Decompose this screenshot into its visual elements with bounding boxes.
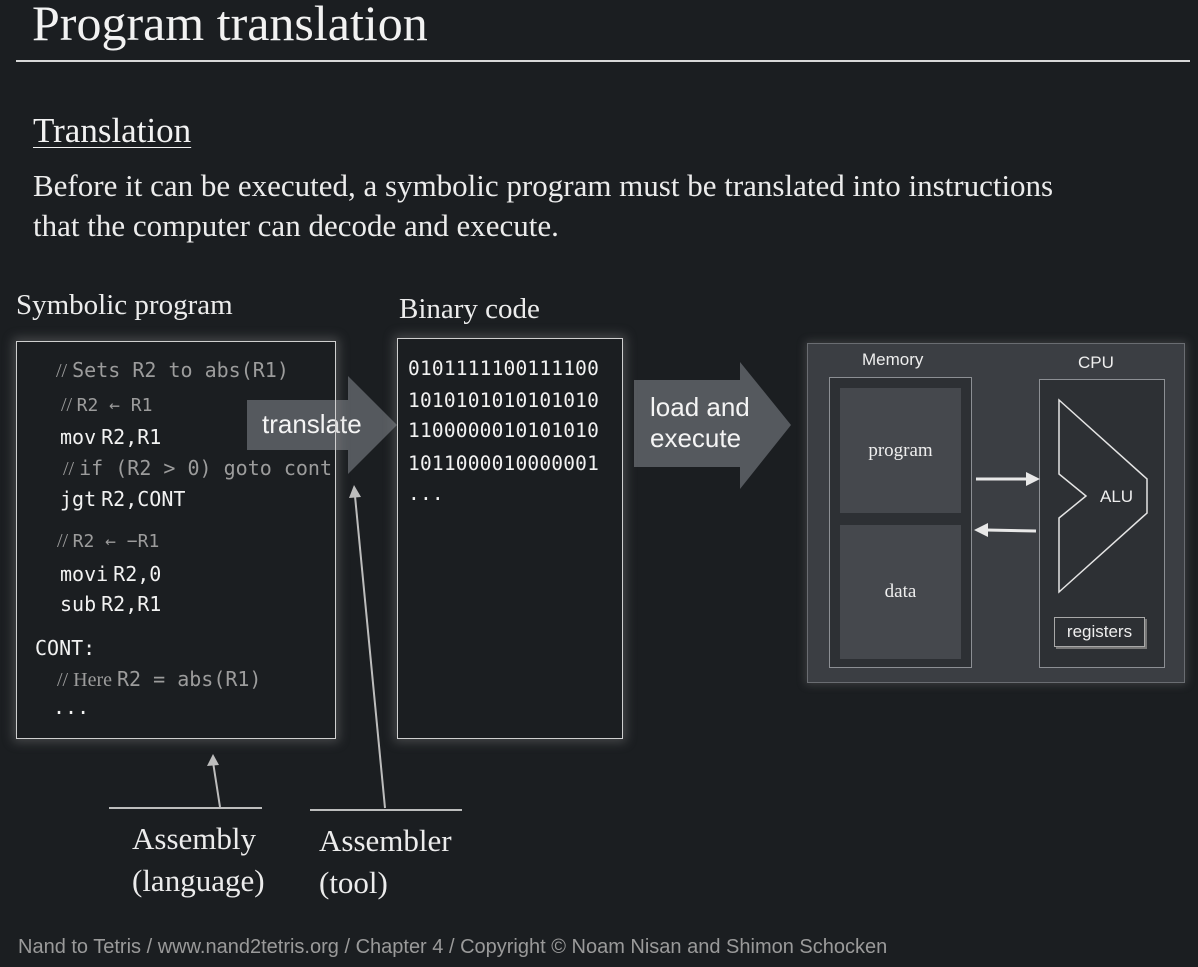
description-line-1: Before it can be executed, a symbolic pr… <box>33 168 1054 203</box>
binary-line-1: 0101111100111100 <box>408 357 600 380</box>
description-line-2: that the computer can decode and execute… <box>33 208 559 243</box>
code-ellipsis: ... <box>53 695 90 719</box>
alu-shape <box>1058 398 1148 594</box>
alu-icon <box>1058 398 1148 594</box>
assembly-pointer-line <box>212 761 221 808</box>
code-line-movi: movi R2,0 <box>60 562 162 586</box>
bus-arrows <box>974 472 1040 537</box>
section-heading: Translation <box>33 111 192 150</box>
load-execute-line-1: load and <box>650 392 750 422</box>
assembly-pointer-head <box>207 754 219 766</box>
assembly-caption-line-2: (language) <box>132 863 265 898</box>
footer-copyright: Nand to Tetris / www.nand2tetris.org / C… <box>18 936 888 958</box>
memory-label: Memory <box>862 350 924 369</box>
code-line-sub: sub R2,R1 <box>60 592 162 616</box>
load-execute-label: load and execute <box>650 392 750 454</box>
binary-code-label: Binary code <box>399 293 540 325</box>
computer-diagram: Memory CPU program data ALU registers <box>807 343 1185 683</box>
code-comment-2: // R2 ← R1 <box>61 394 153 416</box>
alu-label: ALU <box>1100 487 1134 506</box>
to-memory-arrow-icon <box>974 523 988 537</box>
symbolic-program-label: Symbolic program <box>16 289 233 321</box>
cpu-label: CPU <box>1078 353 1114 372</box>
assembly-caption-line-1: Assembly <box>132 821 256 856</box>
data-cell: data <box>840 525 961 659</box>
symbolic-program-box: // Sets R2 to abs(R1) // R2 ← R1 mov R2,… <box>16 341 336 739</box>
assembler-pointer-line <box>354 495 386 809</box>
code-comment-5: // Here R2 = abs(R1) <box>57 667 262 691</box>
code-comment-4: // R2 ← −R1 <box>57 530 160 552</box>
to-cpu-arrow-icon <box>1026 472 1040 486</box>
memory-frame: program data <box>829 377 972 668</box>
assembly-caption: Assembly (language) <box>132 818 265 902</box>
title-divider <box>16 60 1190 62</box>
translate-arrow-icon <box>247 376 397 474</box>
assembler-caption: Assembler (tool) <box>319 820 452 904</box>
binary-line-4: 1011000010000001 <box>408 452 600 475</box>
code-comment-1: // Sets R2 to abs(R1) <box>56 358 289 382</box>
binary-line-2: 1010101010101010 <box>408 389 600 412</box>
code-line-mov: mov R2,R1 <box>60 425 162 449</box>
cpu-frame: ALU registers <box>1039 379 1165 668</box>
assembler-pointer-head <box>349 485 361 498</box>
translate-label: translate <box>262 409 362 439</box>
code-line-jgt: jgt R2,CONT <box>60 487 186 511</box>
binary-line-3: 1100000010101010 <box>408 419 600 442</box>
program-cell: program <box>840 388 961 513</box>
binary-code-box: 0101111100111100 1010101010101010 110000… <box>397 338 623 739</box>
binary-ellipsis: ... <box>408 482 444 505</box>
load-execute-line-2: execute <box>650 423 742 453</box>
assembler-caption-line-2: (tool) <box>319 865 388 900</box>
assembler-caption-line-1: Assembler <box>319 823 452 858</box>
load-execute-arrow-icon <box>634 362 791 489</box>
slide-title: Program translation <box>32 0 428 51</box>
code-label-cont: CONT: <box>35 636 96 660</box>
code-comment-3: // if (R2 > 0) goto cont <box>63 456 332 480</box>
registers-box: registers <box>1054 617 1145 647</box>
